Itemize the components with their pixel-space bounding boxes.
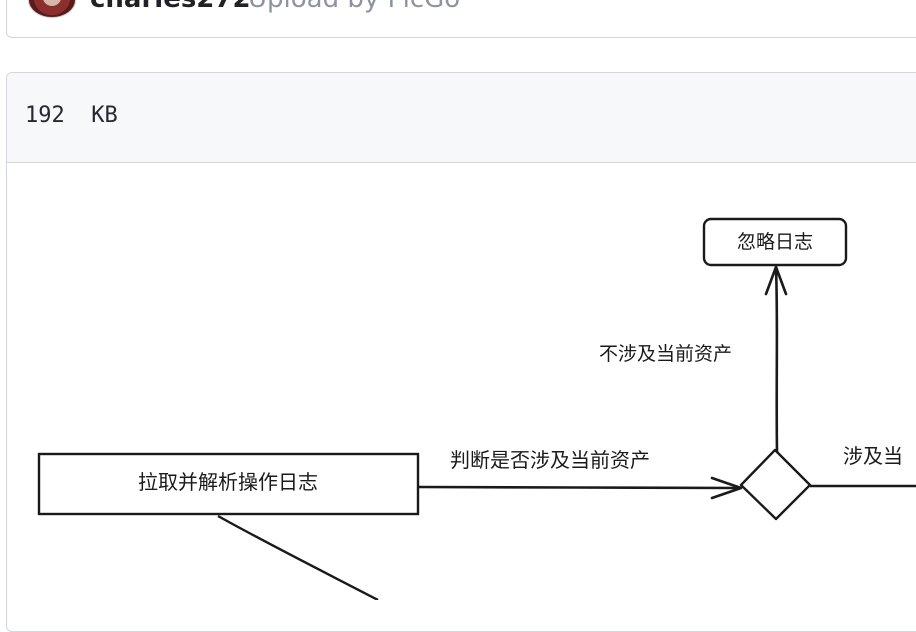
- edge-not-involved-label: 不涉及当前资产: [599, 343, 732, 365]
- edge-involved-label: 涉及当: [843, 444, 903, 468]
- commit-author[interactable]: charles272: [90, 0, 251, 14]
- decision-diamond: [739, 448, 812, 521]
- node-ignore-log-label: 忽略日志: [737, 231, 813, 253]
- node-pull-parse: [37, 452, 420, 516]
- commit-box: [6, 0, 916, 38]
- edge-judge-label: 判断是否涉及当前资产: [450, 448, 650, 472]
- node-ignore-log: [702, 217, 848, 267]
- arrowhead-right: [710, 476, 743, 500]
- flowchart-diagram: 忽略日志 不涉及当前资产 拉取并解析操作日志 判断是否涉及当前资产 涉及当: [37, 217, 916, 600]
- arrowhead-up: [764, 265, 788, 296]
- edge-judge-line: [418, 485, 741, 490]
- file-header: 192 KB: [7, 73, 916, 163]
- edge-down-line: [217, 514, 379, 600]
- file-size: 192 KB: [25, 103, 118, 128]
- file-box: 192 KB: [6, 72, 916, 632]
- edge-not-involved-line: [774, 267, 779, 453]
- commit-message[interactable]: Upload by PicGo: [248, 0, 460, 14]
- node-pull-parse-label: 拉取并解析操作日志: [138, 470, 318, 494]
